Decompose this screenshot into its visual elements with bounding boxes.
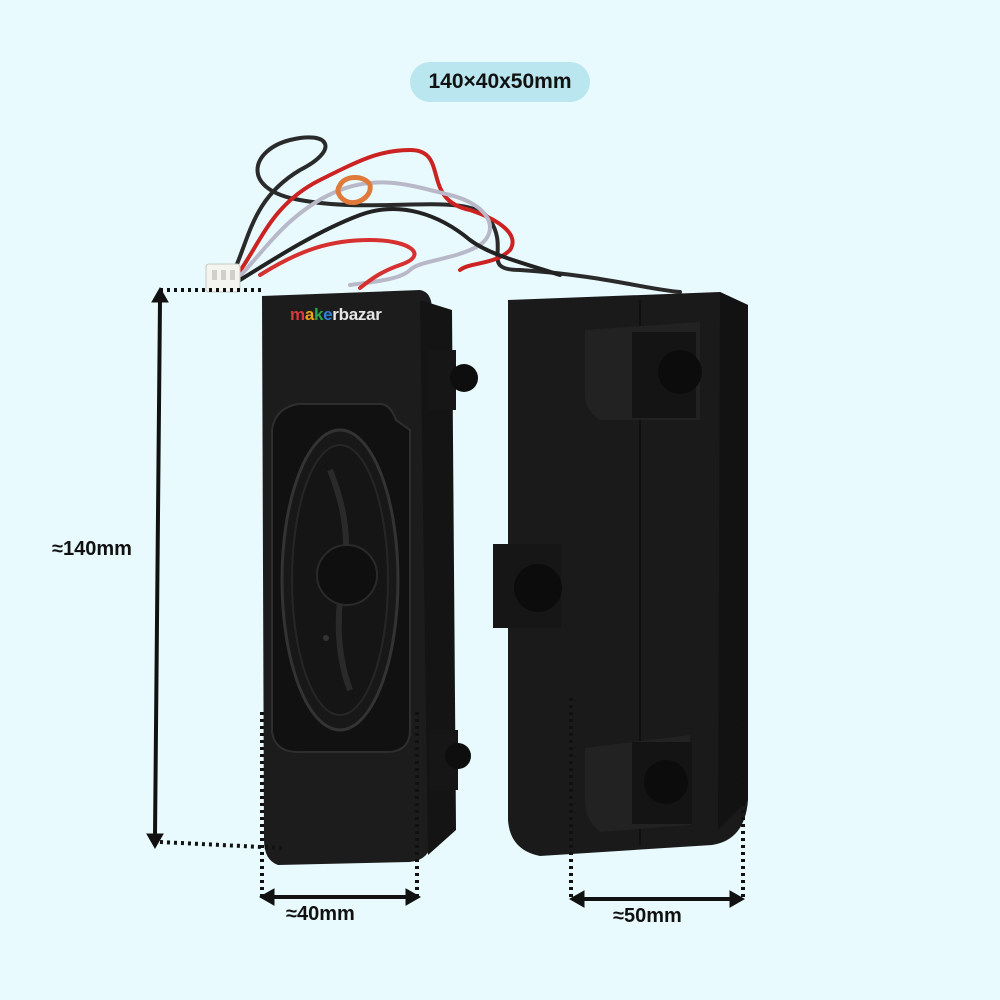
height-label: ≈140mm [52, 538, 132, 560]
depth-dimension [568, 698, 746, 908]
dimensions-badge-text: 140×40x50mm [428, 70, 572, 93]
height-dimension [146, 286, 283, 850]
dimensions-badge: 140×40x50mm [410, 62, 590, 102]
width-dimension [258, 712, 422, 906]
speaker-front-view [262, 290, 478, 865]
brand-logo: makerbazar [290, 305, 382, 324]
speaker-wires [228, 135, 682, 294]
wire-connector [205, 263, 241, 293]
depth-label: ≈50mm [613, 905, 682, 927]
speaker-dust-cap [316, 544, 378, 606]
speaker-back-view [493, 292, 748, 856]
width-label: ≈40mm [286, 903, 355, 925]
